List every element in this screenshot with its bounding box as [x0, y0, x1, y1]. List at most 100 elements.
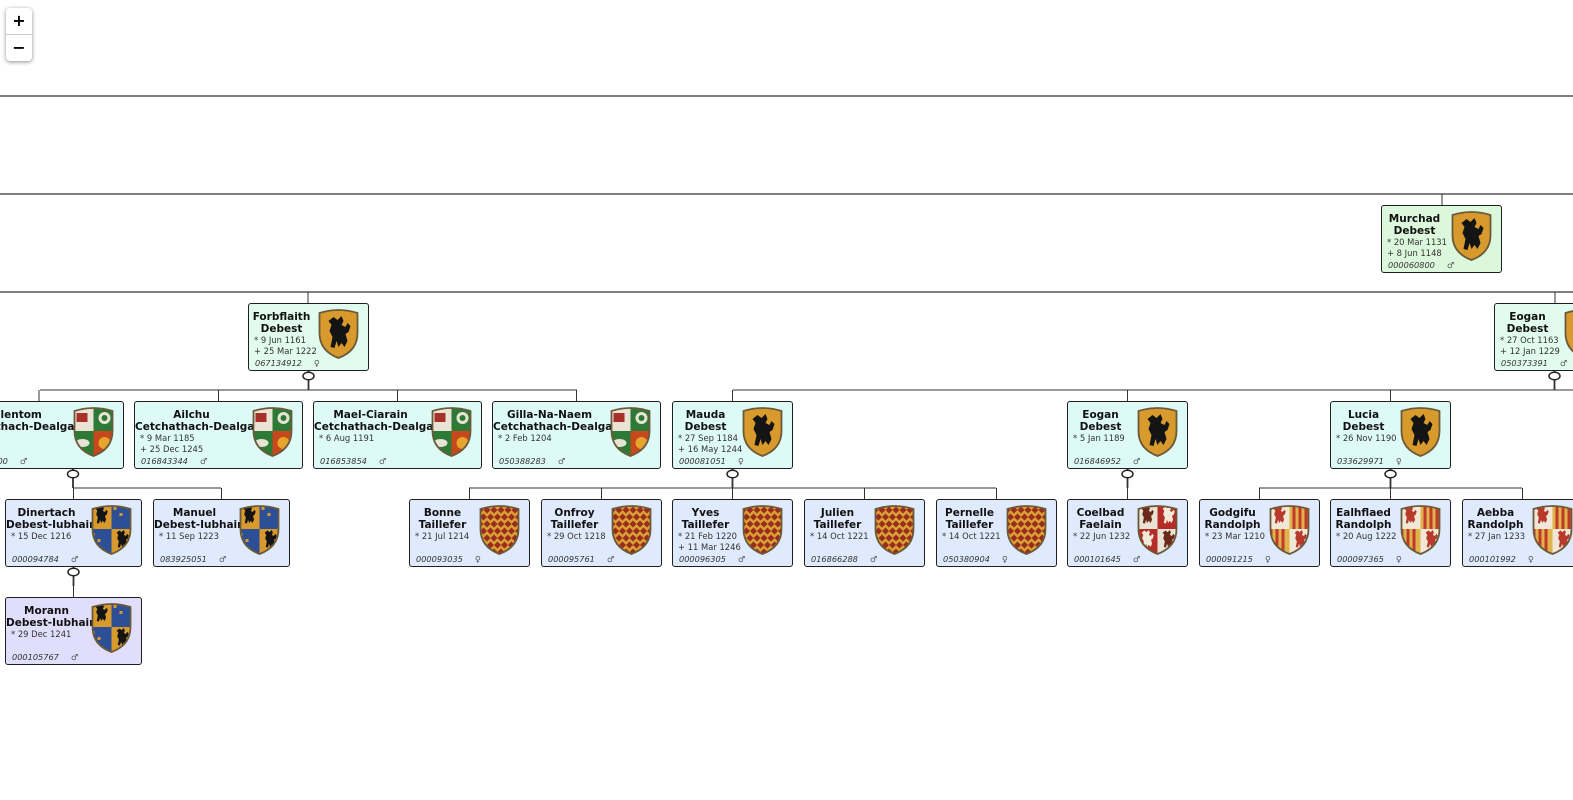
male-icon: ♂ — [557, 456, 566, 466]
expand-toggle-icon[interactable] — [1384, 469, 1397, 479]
coat-of-arms-icon — [1397, 503, 1444, 556]
person-footer: 000093035♀ — [416, 554, 481, 564]
person-id: 016800000 — [0, 456, 8, 466]
expand-toggle-icon[interactable] — [302, 371, 315, 381]
given-name: Ealhflaed — [1336, 507, 1391, 519]
family-name: Debest — [1342, 421, 1385, 433]
expand-toggle-icon[interactable] — [66, 469, 80, 479]
person-id: 000095761 — [548, 554, 595, 564]
birth-date: * 22 Jun 1232 — [1073, 531, 1131, 541]
given-name: Coelbad — [1076, 507, 1125, 519]
coat-of-arms-icon — [476, 503, 523, 556]
family-name: Debest — [1079, 421, 1122, 433]
death-date: + 16 May 1244 — [678, 444, 743, 454]
zoom-in-button[interactable]: + — [12, 11, 26, 30]
person-id: 000097365 — [1337, 554, 1384, 564]
coat-of-arms-icon — [236, 503, 283, 556]
person-footer: 016800000 ♂ — [0, 456, 27, 466]
person-footer: 000105767♂ — [12, 652, 78, 662]
birth-date: * 14 Oct 1221 — [810, 531, 869, 541]
family-name: Debest — [684, 421, 727, 433]
given-name: Murchad — [1388, 213, 1441, 225]
coat-of-arms-icon — [608, 503, 655, 556]
death-date: + 11 Mar 1246 — [678, 542, 741, 552]
family-name: Debest-Iubhair — [6, 519, 95, 531]
family-name: Taillefer — [945, 519, 994, 531]
coat-of-arms-icon — [1448, 209, 1495, 262]
family-name: Randolph — [1204, 519, 1261, 531]
person-id: 033629971 — [1337, 456, 1384, 466]
person-footer: 000091215♀ — [1206, 554, 1271, 564]
given-name: Morann — [24, 605, 69, 617]
birth-date: * 15 Dec 1216 — [11, 531, 72, 541]
person-id: 000091215 — [1206, 554, 1253, 564]
coat-of-arms-icon — [739, 405, 786, 458]
family-name: Cetchathach-Dealgan — [0, 421, 82, 433]
person-footer: 016846952♂ — [1074, 456, 1140, 466]
person-footer: 050373391♂ — [1501, 358, 1567, 368]
birth-date: * 5 Jan 1189 — [1073, 433, 1125, 443]
coat-of-arms-icon — [871, 503, 918, 556]
given-name: Mael-Ciarain — [333, 409, 408, 421]
given-name: Eogan — [1509, 311, 1546, 323]
person-card[interactable]: CailentomCetchathach-Dealgan* 1180016800… — [0, 401, 124, 469]
person-footer: 016866288♂ — [811, 554, 877, 564]
person-id: 050373391 — [1501, 358, 1548, 368]
birth-date: * 9 Jun 1161 — [254, 335, 306, 345]
family-name: Cetchathach-Dealgan — [314, 421, 441, 433]
birth-date: * 23 Mar 1210 — [1205, 531, 1265, 541]
given-name: Eogan — [1082, 409, 1119, 421]
zoom-control: + − — [6, 8, 32, 61]
zoom-separator — [6, 34, 32, 35]
male-icon: ♂ — [199, 456, 208, 466]
expand-toggle-icon[interactable] — [726, 469, 739, 479]
birth-date: * 9 Mar 1185 — [140, 433, 195, 443]
given-name: Godgifu — [1209, 507, 1256, 519]
male-icon: ♂ — [19, 456, 28, 466]
expand-toggle-icon[interactable] — [1548, 371, 1561, 381]
person-id: 016843344 — [141, 456, 188, 466]
given-name: Forbflaith — [252, 311, 311, 323]
person-footer: 000094784♂ — [12, 554, 78, 564]
expand-toggle-icon[interactable] — [67, 567, 80, 577]
person-footer: 000096305♂ — [679, 554, 745, 564]
given-name: Mauda — [685, 409, 726, 421]
female-icon: ♀ — [313, 358, 320, 368]
given-name: Bonne — [423, 507, 462, 519]
zoom-out-button[interactable]: − — [12, 38, 26, 57]
expand-toggle-icon[interactable] — [1121, 469, 1134, 479]
family-name: Debest-Iubhair — [154, 519, 243, 531]
family-name: Debest — [260, 323, 303, 335]
male-icon: ♂ — [218, 554, 227, 564]
person-id: 000101645 — [1074, 554, 1121, 564]
person-footer: 016843344 ♂ — [141, 456, 207, 466]
person-footer: 000101992♀ — [1469, 554, 1534, 564]
female-icon: ♀ — [1527, 554, 1534, 564]
